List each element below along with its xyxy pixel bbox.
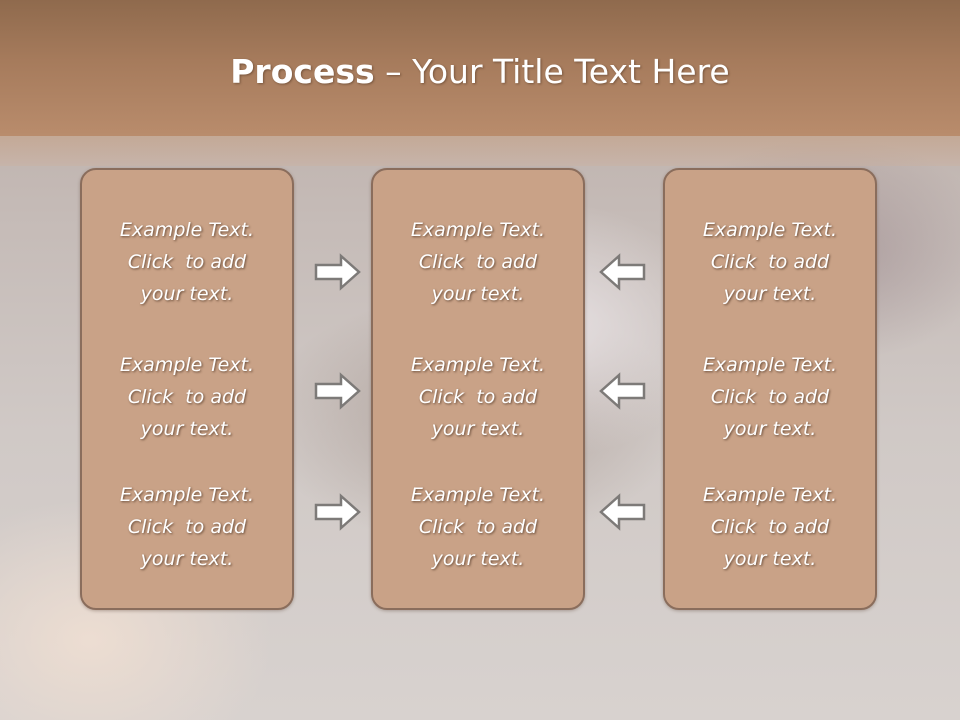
right-arrow-icon	[314, 253, 361, 291]
text-line: your text.	[723, 418, 817, 440]
text-item[interactable]: Example Text. Click to add your text.	[665, 214, 875, 310]
text-item[interactable]: Example Text. Click to add your text.	[82, 349, 292, 445]
text-line: your text.	[140, 548, 234, 570]
title-bold-part: Process	[230, 52, 375, 91]
text-item[interactable]: Example Text. Click to add your text.	[665, 349, 875, 445]
text-line: Example Text.	[119, 354, 255, 376]
text-item[interactable]: Example Text. Click to add your text.	[665, 479, 875, 575]
text-line: your text.	[723, 283, 817, 305]
text-line: Click to add	[418, 516, 538, 538]
text-line: Click to add	[710, 516, 830, 538]
process-box-center[interactable]: Example Text. Click to add your text. Ex…	[371, 168, 585, 610]
title-rest-part: – Your Title Text Here	[374, 52, 730, 91]
text-item[interactable]: Example Text. Click to add your text.	[82, 479, 292, 575]
text-line: Click to add	[127, 251, 247, 273]
header-stripe	[0, 136, 960, 166]
text-line: your text.	[431, 283, 525, 305]
process-box-right[interactable]: Example Text. Click to add your text. Ex…	[663, 168, 877, 610]
text-line: Click to add	[418, 251, 538, 273]
text-line: Click to add	[710, 386, 830, 408]
left-arrow-icon	[599, 372, 646, 410]
text-line: your text.	[140, 283, 234, 305]
text-line: Example Text.	[410, 354, 546, 376]
right-arrow-icon	[314, 372, 361, 410]
text-line: Click to add	[127, 516, 247, 538]
title-bar: Process – Your Title Text Here	[0, 0, 960, 136]
text-line: Example Text.	[119, 484, 255, 506]
left-arrow-icon	[599, 493, 646, 531]
text-line: Example Text.	[702, 354, 838, 376]
text-line: your text.	[723, 548, 817, 570]
text-line: Click to add	[710, 251, 830, 273]
text-item[interactable]: Example Text. Click to add your text.	[373, 214, 583, 310]
text-line: Example Text.	[119, 219, 255, 241]
text-line: your text.	[431, 548, 525, 570]
text-item[interactable]: Example Text. Click to add your text.	[373, 349, 583, 445]
text-item[interactable]: Example Text. Click to add your text.	[82, 214, 292, 310]
text-line: your text.	[431, 418, 525, 440]
text-line: Click to add	[418, 386, 538, 408]
text-line: Example Text.	[410, 219, 546, 241]
left-arrow-icon	[599, 253, 646, 291]
text-line: Example Text.	[410, 484, 546, 506]
text-line: Example Text.	[702, 219, 838, 241]
text-line: Click to add	[127, 386, 247, 408]
right-arrow-icon	[314, 493, 361, 531]
slide-title[interactable]: Process – Your Title Text Here	[0, 52, 960, 91]
text-line: your text.	[140, 418, 234, 440]
text-line: Example Text.	[702, 484, 838, 506]
process-box-left[interactable]: Example Text. Click to add your text. Ex…	[80, 168, 294, 610]
text-item[interactable]: Example Text. Click to add your text.	[373, 479, 583, 575]
